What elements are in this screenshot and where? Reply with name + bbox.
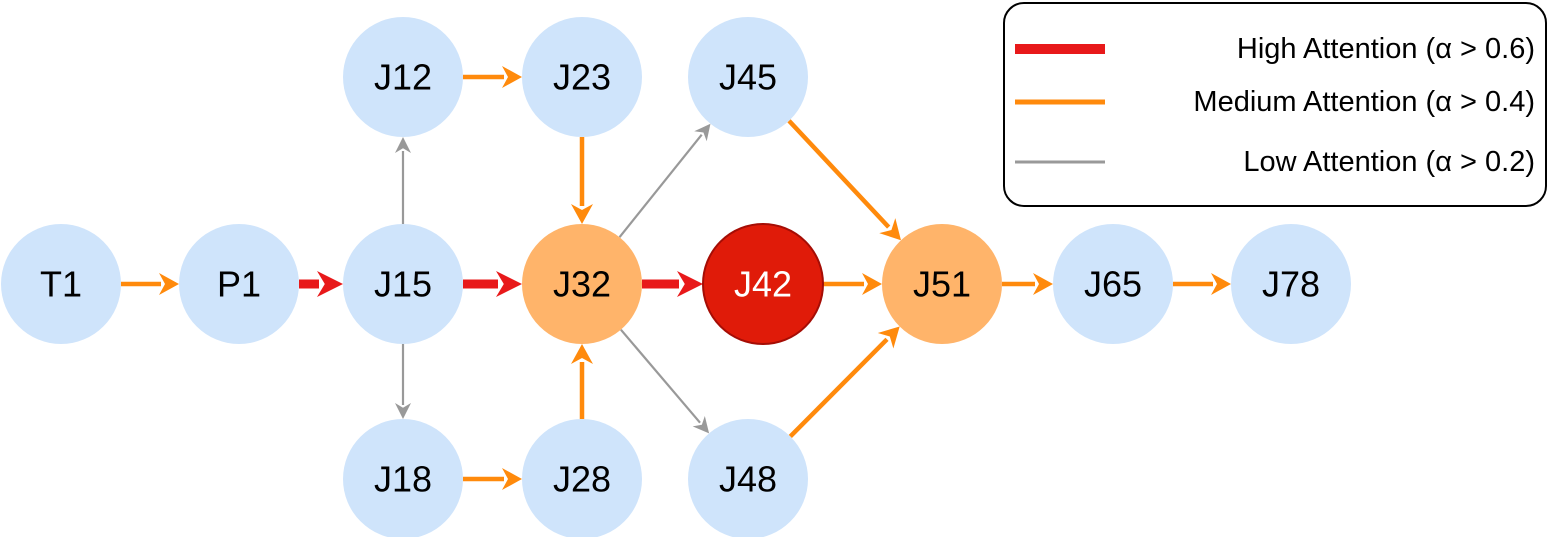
edge-J15-J18 — [395, 344, 411, 419]
arrowhead-icon — [692, 415, 710, 434]
node-j78: J78 — [1231, 224, 1351, 344]
arrowhead-icon — [571, 204, 593, 224]
node-label: J32 — [553, 264, 611, 305]
legend-entry-medium: Medium Attention (α > 0.4) — [1015, 86, 1535, 118]
arrowhead-icon — [395, 403, 411, 419]
edge-line — [620, 328, 701, 424]
node-circle — [522, 224, 642, 344]
node-label: T1 — [40, 264, 82, 305]
arrowhead-icon — [502, 468, 522, 490]
node-j42: J42 — [702, 223, 824, 345]
node-label: J51 — [913, 264, 971, 305]
node-circle — [343, 419, 463, 537]
arrowhead-icon — [1033, 273, 1053, 295]
arrowhead-icon — [496, 271, 522, 297]
edge-J48-J51 — [788, 326, 900, 439]
node-t1: T1 — [1, 224, 121, 344]
edge-J42-J51 — [823, 273, 882, 295]
node-circle — [1231, 224, 1351, 344]
node-circle — [522, 17, 642, 137]
legend-label: Low Attention (α > 0.2) — [1243, 146, 1535, 178]
arrowhead-icon — [879, 218, 901, 241]
node-j23: J23 — [522, 17, 642, 137]
node-label: J18 — [374, 459, 432, 500]
edge-J32-J45 — [618, 123, 711, 238]
node-circle — [179, 224, 299, 344]
arrowhead-icon — [502, 66, 522, 88]
node-p1: P1 — [179, 224, 299, 344]
edge-P1-J15 — [299, 271, 343, 297]
arrowhead-icon — [862, 273, 882, 295]
node-circle — [688, 17, 808, 137]
edge-J12-J23 — [463, 66, 522, 88]
node-circle — [702, 223, 824, 345]
legend: High Attention (α > 0.6) Medium Attention… — [1003, 2, 1547, 207]
node-label: J12 — [374, 57, 432, 98]
node-circle — [522, 419, 642, 537]
node-label: J78 — [1262, 264, 1320, 305]
arrowhead-icon — [877, 326, 900, 349]
node-label: J45 — [719, 57, 777, 98]
edge-J15-J12 — [395, 137, 411, 224]
legend-entry-low: Low Attention (α > 0.2) — [1015, 146, 1535, 178]
edge-J45-J51 — [787, 119, 901, 241]
node-j12: J12 — [343, 17, 463, 137]
node-label: J65 — [1084, 264, 1142, 305]
arrowhead-icon — [395, 137, 411, 153]
node-label: J42 — [734, 264, 792, 305]
arrowhead-icon — [677, 271, 703, 297]
node-j48: J48 — [688, 419, 808, 537]
edge-line — [788, 337, 889, 439]
legend-box — [1003, 2, 1547, 207]
edge-line — [787, 119, 891, 229]
arrowhead-icon — [159, 273, 179, 295]
arrowhead-icon — [694, 123, 711, 142]
edge-J15-J32 — [463, 271, 522, 297]
arrowhead-icon — [571, 344, 593, 364]
edges — [121, 66, 1231, 490]
node-j15: J15 — [343, 224, 463, 344]
node-circle — [688, 419, 808, 537]
edge-J32-J42 — [642, 271, 703, 297]
node-circle — [343, 17, 463, 137]
edge-T1-P1 — [121, 273, 179, 295]
node-j28: J28 — [522, 419, 642, 537]
edge-line — [618, 134, 703, 238]
arrowhead-icon — [1211, 273, 1231, 295]
legend-label: High Attention (α > 0.6) — [1237, 33, 1535, 65]
legend-label: Medium Attention (α > 0.4) — [1193, 86, 1535, 118]
node-j51: J51 — [882, 224, 1002, 344]
arrowhead-icon — [317, 271, 343, 297]
edge-J32-J48 — [620, 328, 710, 434]
node-label: J48 — [719, 459, 777, 500]
node-j65: J65 — [1053, 224, 1173, 344]
edge-J51-J65 — [1002, 273, 1053, 295]
node-circle — [343, 224, 463, 344]
node-label: J28 — [553, 459, 611, 500]
node-circle — [1053, 224, 1173, 344]
node-circle — [1, 224, 121, 344]
node-j18: J18 — [343, 419, 463, 537]
edge-J28-J32 — [571, 344, 593, 419]
node-j32: J32 — [522, 224, 642, 344]
edge-J65-J78 — [1173, 273, 1231, 295]
node-label: J23 — [553, 57, 611, 98]
legend-entries: High Attention (α > 0.6) Medium Attention… — [1015, 33, 1535, 178]
node-label: J15 — [374, 264, 432, 305]
node-j45: J45 — [688, 17, 808, 137]
edge-J18-J28 — [463, 468, 522, 490]
node-circle — [882, 224, 1002, 344]
node-label: P1 — [217, 264, 261, 305]
legend-entry-high: High Attention (α > 0.6) — [1015, 33, 1535, 65]
edge-J23-J32 — [571, 137, 593, 224]
